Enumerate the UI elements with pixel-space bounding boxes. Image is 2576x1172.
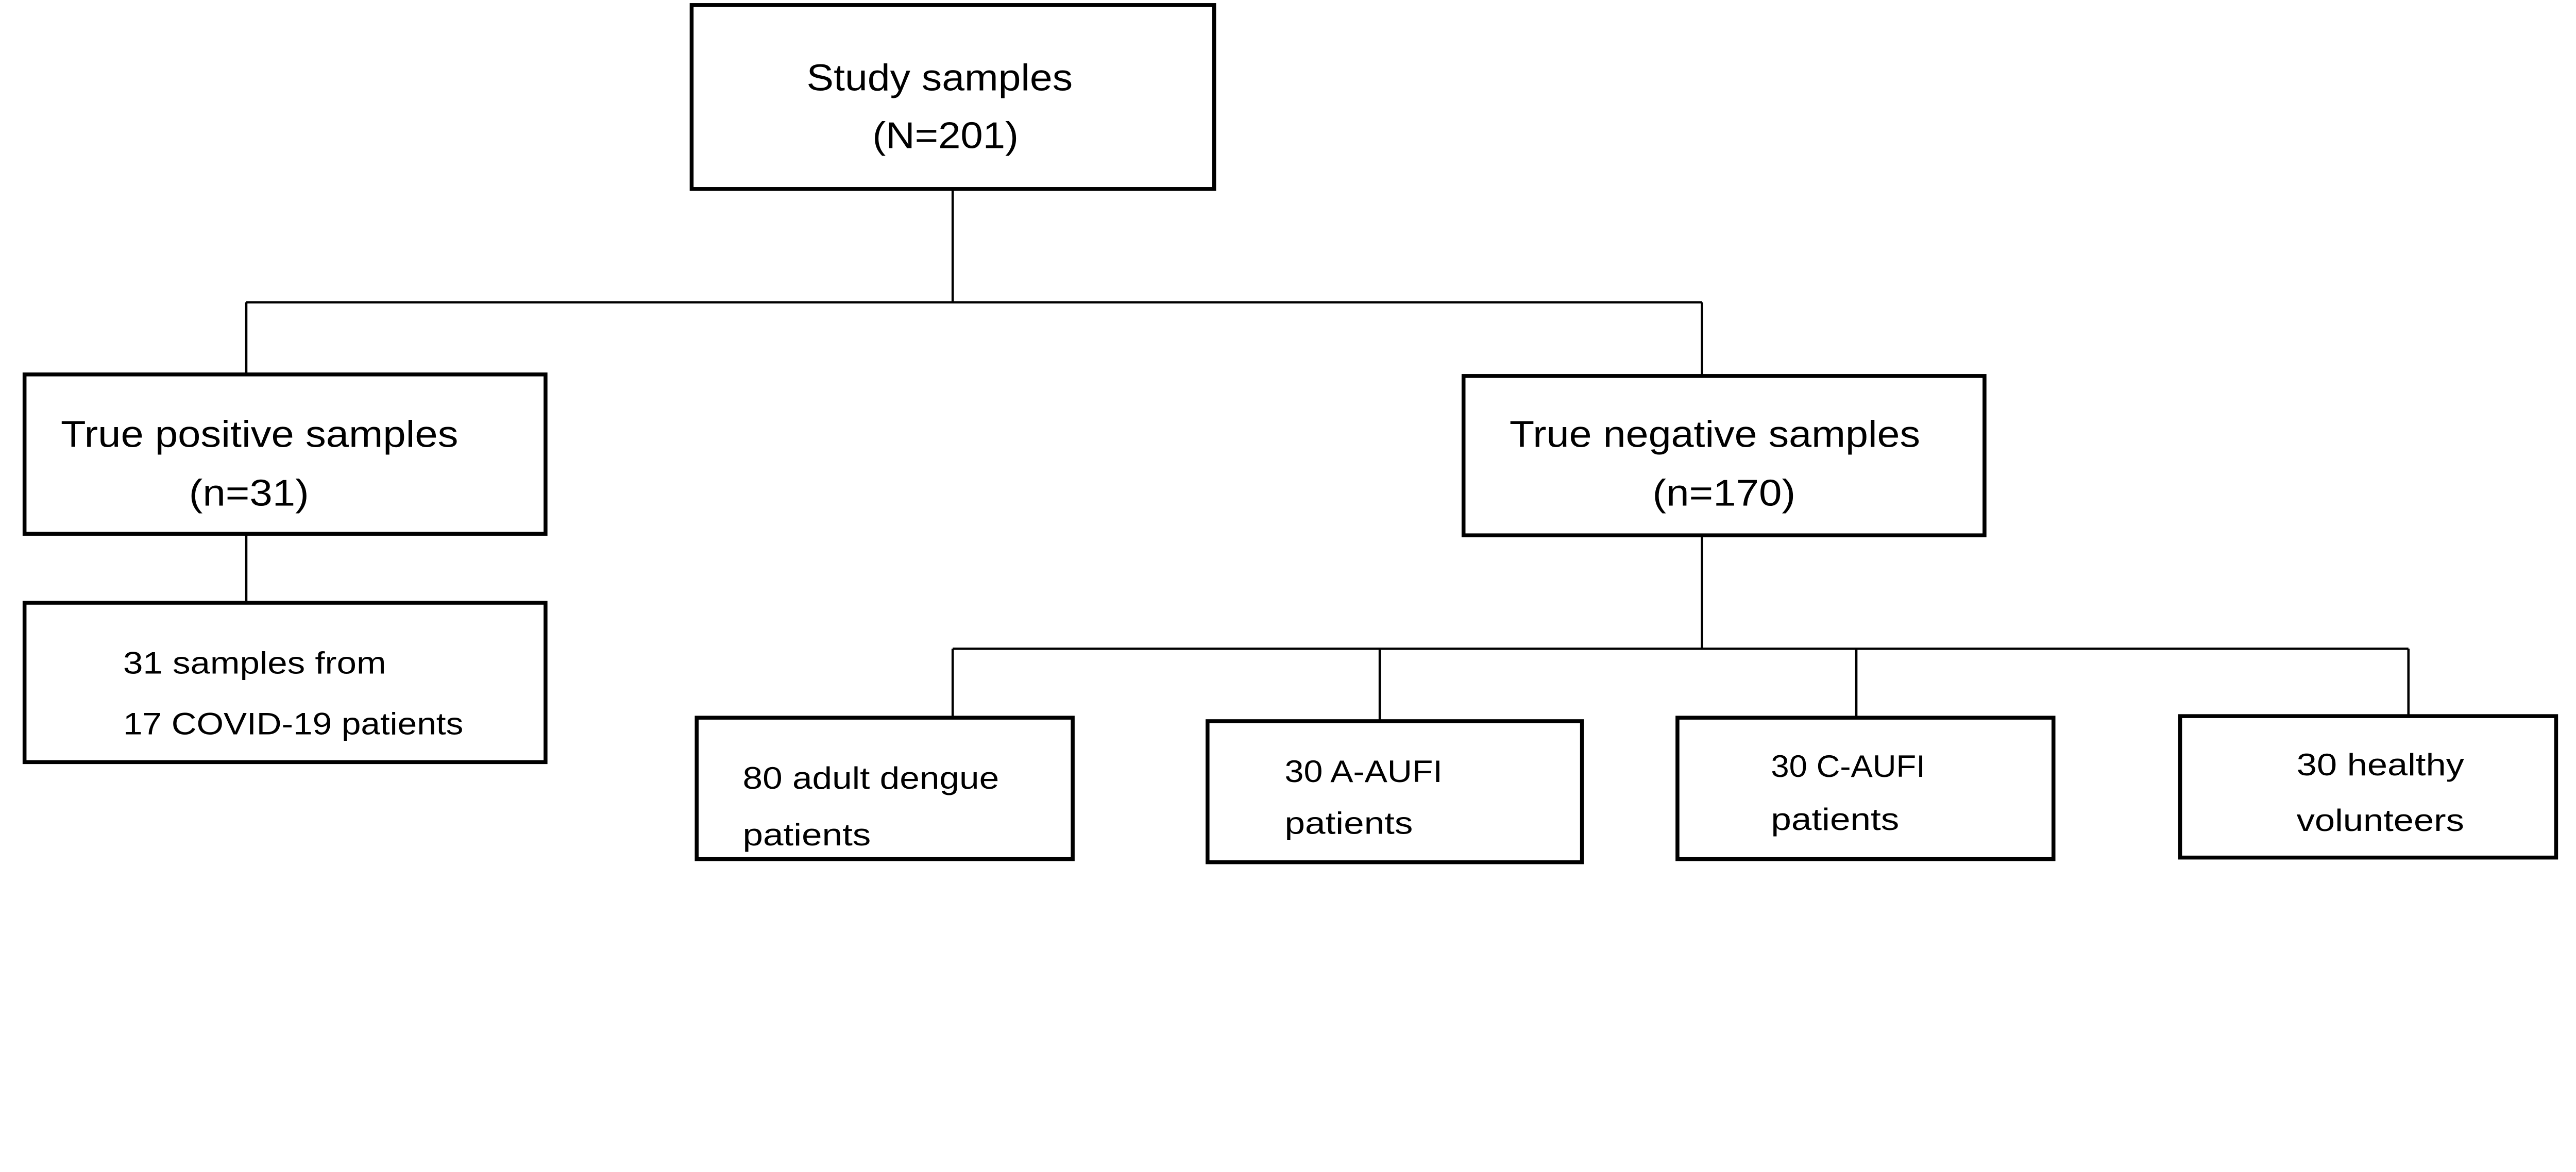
positive-box: True positive samples (n=31) — [22, 372, 548, 536]
group-box-c-aufi: 30 C-AUFI patients — [1675, 716, 2056, 861]
group-box-a-aufi: 30 A-AUFI patients — [1206, 719, 1584, 864]
positive-detail-box: 31 samples from 17 COVID-19 patients — [22, 601, 548, 765]
group-line1: 30 C-AUFI — [1771, 749, 1925, 784]
flowchart: Study samples (N=201) True positive samp… — [22, 3, 2558, 864]
root-box: Study samples (N=201) — [689, 3, 1216, 191]
group-line1: 30 healthy — [2297, 747, 2465, 782]
group-line1: 30 A-AUFI — [1285, 754, 1443, 789]
connectors — [245, 189, 2410, 721]
group-line2: patients — [1771, 802, 1899, 837]
negative-count: (n=170) — [1653, 472, 1796, 514]
negative-label: True negative samples — [1510, 413, 1920, 455]
positive-detail-line1: 31 samples from — [123, 646, 386, 681]
root-label: Study samples — [807, 57, 1073, 98]
group-line1: 80 adult dengue — [743, 760, 999, 795]
group-box-dengue: 80 adult dengue patients — [694, 716, 1075, 861]
group-line2: patients — [1285, 806, 1413, 841]
positive-detail-line2: 17 COVID-19 patients — [123, 706, 463, 741]
positive-label: True positive samples — [61, 413, 458, 455]
positive-count: (n=31) — [189, 472, 309, 514]
group-box-healthy: 30 healthy volunteers — [2178, 714, 2558, 860]
root-count: (N=201) — [872, 114, 1019, 156]
negative-box: True negative samples (n=170) — [1461, 374, 1987, 537]
group-line2: volunteers — [2297, 803, 2464, 838]
group-line2: patients — [743, 817, 871, 852]
